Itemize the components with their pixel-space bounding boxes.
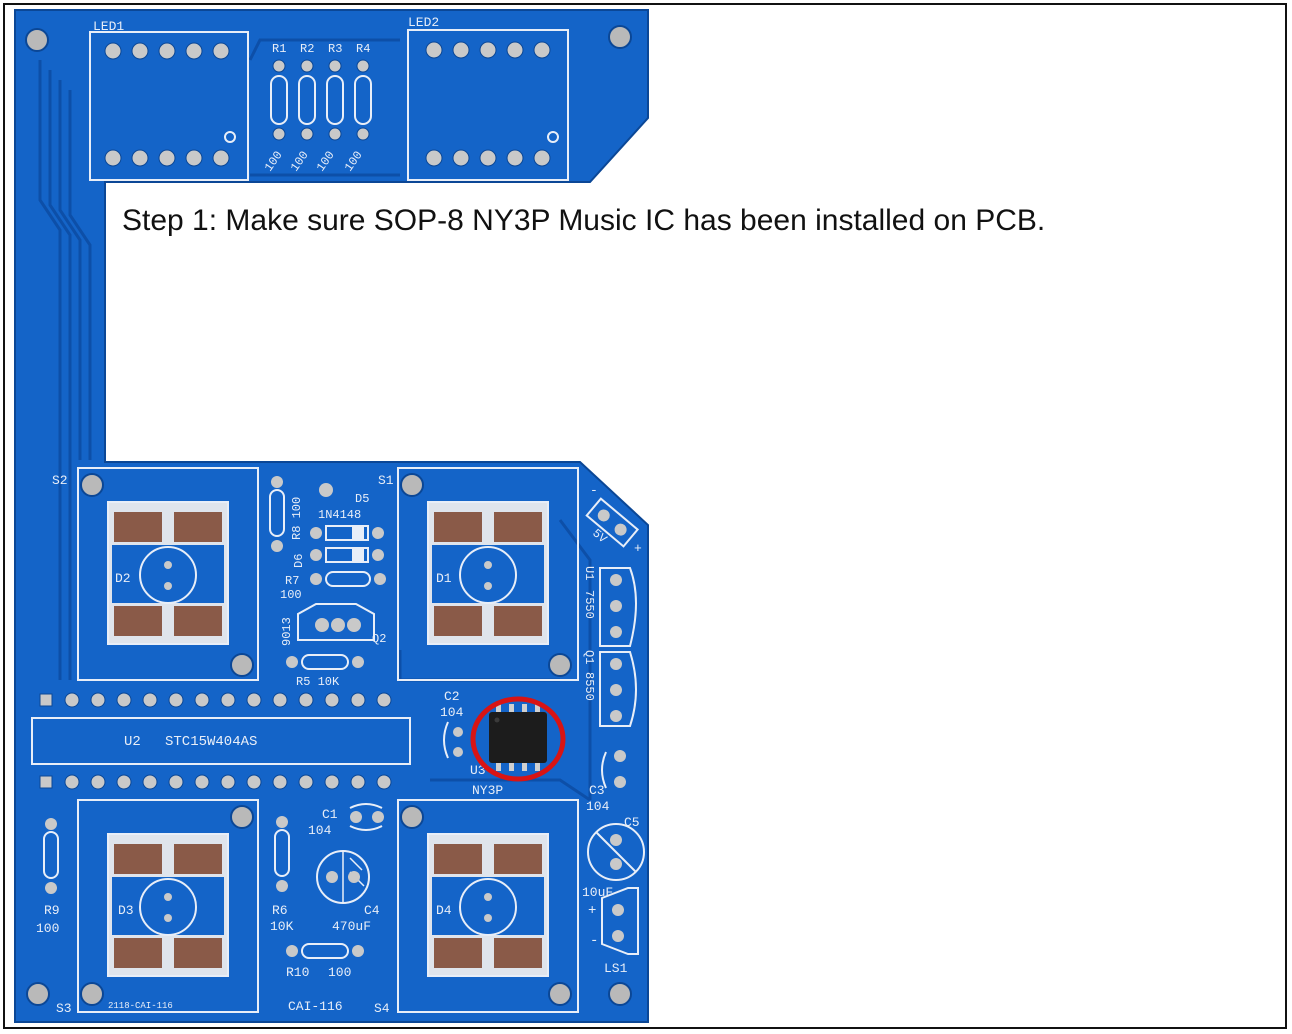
resistor-r10 <box>286 943 364 959</box>
label-c1: C1 <box>322 807 338 822</box>
capacitor-c2 <box>443 721 463 759</box>
switch-s4 <box>397 799 579 1013</box>
label-q2-part: 9013 <box>280 617 294 646</box>
label-d5-part: 1N4148 <box>318 508 361 522</box>
switch-s1 <box>397 467 579 681</box>
mounting-holes <box>25 25 632 1006</box>
u3-ny3p-ic <box>489 704 547 771</box>
label-s1: S1 <box>378 473 394 488</box>
label-c3: C3 <box>589 783 605 798</box>
label-q1-part: 8550 <box>582 672 596 701</box>
middle-components <box>269 476 386 670</box>
switch-s3 <box>77 799 259 1013</box>
label-board-code-small: 2118-CAI-116 <box>108 1001 173 1011</box>
led2-footprint <box>407 29 569 181</box>
right-side-components <box>585 497 640 727</box>
label-r7-value: 100 <box>280 588 302 602</box>
label-r10: R10 <box>286 965 309 980</box>
label-ls1-plus: + <box>588 903 596 919</box>
label-c2-value: 104 <box>440 705 464 720</box>
capacitor-c5 <box>587 823 645 881</box>
label-c3-value: 104 <box>586 799 610 814</box>
label-r8: R8 100 <box>290 497 304 540</box>
label-q2: Q2 <box>372 632 386 646</box>
label-c4: C4 <box>364 903 380 918</box>
label-r9: R9 <box>44 903 60 918</box>
label-r6-value: 10K <box>270 919 294 934</box>
label-d5: D5 <box>355 492 369 506</box>
label-u2-part: STC15W404AS <box>165 734 257 750</box>
label-r10-value: 100 <box>328 965 351 980</box>
label-u1: U1 <box>582 566 596 580</box>
label-d6: D6 <box>292 554 306 568</box>
label-s3: S3 <box>56 1001 72 1016</box>
capacitor-c4 <box>316 850 370 904</box>
u2-mcu-footprint <box>31 692 411 790</box>
label-d2: D2 <box>115 571 131 586</box>
highlight-circle <box>470 696 566 782</box>
label-r5: R5 10K <box>296 675 340 689</box>
label-ls1-minus: - <box>590 933 598 949</box>
label-led1: LED1 <box>93 19 124 34</box>
label-r7: R7 <box>285 574 299 588</box>
label-u1-part: 7550 <box>582 590 596 619</box>
led1-footprint <box>89 31 249 181</box>
label-u2: U2 <box>124 734 141 750</box>
label-ls1: LS1 <box>604 961 628 976</box>
label-r1: R1 <box>272 42 286 56</box>
resistors-r1-r4 <box>270 59 372 141</box>
resistor-r6 <box>274 816 290 892</box>
capacitor-c3 <box>601 750 626 789</box>
label-d3: D3 <box>118 903 134 918</box>
switch-s2 <box>77 467 259 681</box>
label-power-plus: + <box>634 541 642 556</box>
step-caption: Step 1: Make sure SOP-8 NY3P Music IC ha… <box>122 204 1046 237</box>
label-r6: R6 <box>272 903 288 918</box>
resistor-r9 <box>43 818 59 894</box>
label-s4: S4 <box>374 1001 390 1016</box>
label-c5-value: 10uF <box>582 885 613 900</box>
label-c5: C5 <box>624 815 640 830</box>
capacitor-c1 <box>349 803 384 831</box>
label-board-code: CAI-116 <box>288 999 343 1014</box>
label-r4: R4 <box>356 42 370 56</box>
speaker-ls1 <box>601 887 639 955</box>
label-s2: S2 <box>52 473 68 488</box>
label-q1: Q1 <box>582 650 596 664</box>
label-c1-value: 104 <box>308 823 332 838</box>
label-power-minus: - <box>590 483 598 498</box>
label-d1: D1 <box>436 571 452 586</box>
label-u3-part: NY3P <box>472 783 503 798</box>
label-c2: C2 <box>444 689 460 704</box>
label-r2: R2 <box>300 42 314 56</box>
label-r3: R3 <box>328 42 342 56</box>
label-d4: D4 <box>436 903 452 918</box>
label-r9-value: 100 <box>36 921 59 936</box>
label-c4-value: 470uF <box>332 919 371 934</box>
label-led2: LED2 <box>408 15 439 30</box>
label-u3: U3 <box>470 763 486 778</box>
